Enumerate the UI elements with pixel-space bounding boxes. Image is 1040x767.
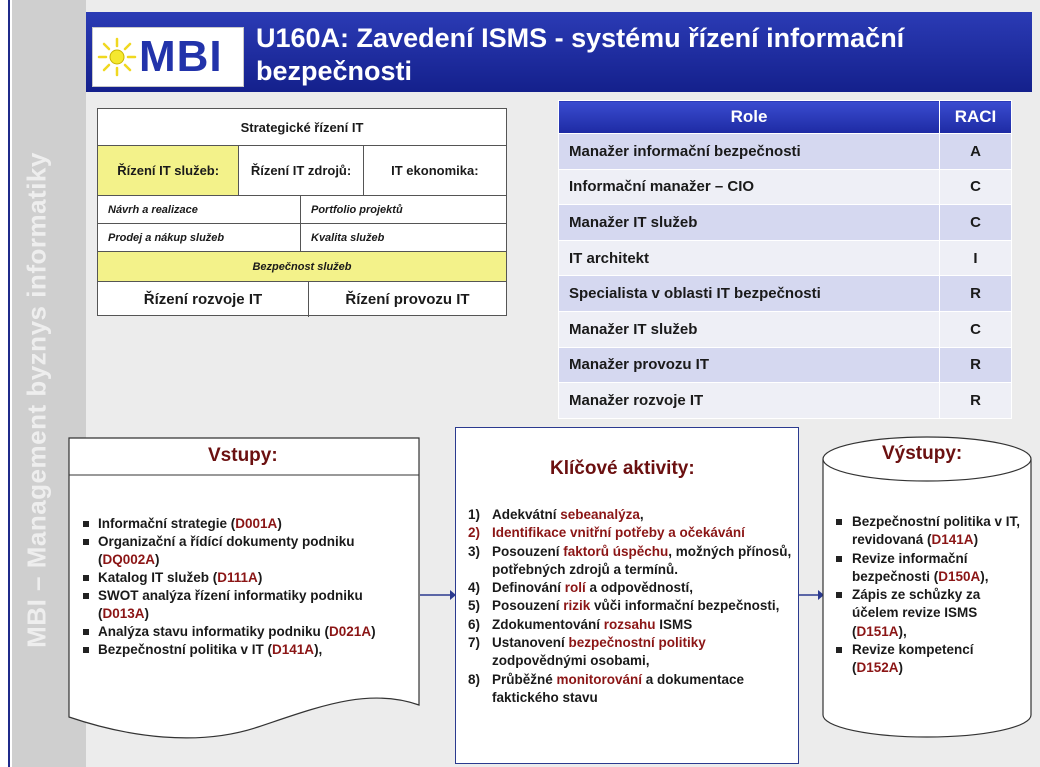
role-header: Role — [558, 100, 940, 134]
list-item: SWOT analýza řízení informatiky podniku … — [80, 587, 410, 623]
sidebar-title: MBI – Management byznys informatiky — [21, 152, 52, 648]
list-item: Analýza stavu informatiky podniku (D021A… — [80, 623, 410, 641]
list-item: Revize kompetencí (D152A) — [832, 641, 1027, 678]
left-frame — [0, 0, 10, 767]
strategic-it-management: Strategické řízení IT — [240, 119, 364, 135]
list-item: 5)Posouzení rizik vůči informační bezpeč… — [468, 598, 780, 614]
activities-list: 1)Adekvátní sebeanalýza, 2)Identifikace … — [468, 506, 793, 707]
project-portfolio: Portfolio projektů — [311, 203, 403, 216]
table-row: Specialista v oblasti IT bezpečnosti R — [558, 275, 1012, 312]
role-cell: Manažer IT služeb — [558, 310, 940, 348]
it-operations-management: Řízení provozu IT — [345, 291, 470, 308]
raci-cell: A — [939, 133, 1012, 170]
it-resources-management: Řízení IT zdrojů: — [239, 146, 364, 195]
document-shape — [68, 437, 420, 739]
service-quality: Kvalita služeb — [311, 231, 385, 244]
table-row: Manažer informační bezpečnosti A — [558, 133, 1012, 170]
list-item: Bezpečnostní politika v IT (D141A), — [80, 641, 410, 659]
role-cell: Manažer provozu IT — [558, 346, 940, 384]
arrow-right-icon — [420, 590, 456, 600]
list-item: Zápis ze schůzky za účelem revize ISMS (… — [832, 586, 1027, 641]
raci-cell: C — [939, 204, 1012, 241]
table-row: Manažer IT služeb C — [558, 310, 1012, 348]
activities-box: Klíčové aktivity: 1)Adekvátní sebeanalýz… — [455, 427, 799, 764]
raci-cell: R — [939, 382, 1012, 419]
logo-text: MBI — [139, 32, 223, 81]
raci-header: RACI — [939, 100, 1012, 134]
table-row: IT architekt I — [558, 239, 1012, 277]
raci-cell: C — [939, 310, 1012, 348]
raci-cell: R — [939, 346, 1012, 384]
role-cell: Informační manažer – CIO — [558, 168, 940, 206]
cylinder-shape — [822, 436, 1032, 738]
list-item: 3)Posouzení faktorů úspěchu, možných pří… — [468, 543, 792, 577]
list-item: Katalog IT služeb (D111A) — [80, 569, 410, 587]
role-cell: IT architekt — [558, 239, 940, 277]
list-item: Revize informační bezpečnosti (D150A), — [832, 550, 1027, 587]
sun-icon — [97, 37, 137, 77]
role-cell: Manažer informační bezpečnosti — [558, 133, 940, 170]
table-row: Manažer rozvoje IT R — [558, 382, 1012, 419]
it-management-structure: Strategické řízení IT Řízení IT služeb: … — [97, 108, 507, 317]
inputs-title: Vstupy: — [208, 445, 278, 466]
page-title: U160A: Zavedení ISMS - systému řízení in… — [256, 23, 905, 86]
list-item: 4)Definování rolí a odpovědností, — [468, 580, 694, 596]
it-development-management: Řízení rozvoje IT — [98, 282, 309, 317]
role-cell: Specialista v oblasti IT bezpečnosti — [558, 275, 940, 312]
list-item: 6)Zdokumentování rozsahu ISMS — [468, 616, 693, 632]
role-cell: Manažer IT služeb — [558, 204, 940, 241]
raci-cell: I — [939, 239, 1012, 277]
activities-title: Klíčové aktivity: — [550, 458, 695, 479]
list-item: 7)Ustanovení bezpečnostní politiky zodpo… — [468, 635, 706, 669]
raci-table: Role RACI Manažer informační bezpečnosti… — [558, 100, 1012, 419]
role-cell: Manažer rozvoje IT — [558, 382, 940, 419]
list-item: 8)Průběžné monitorování a dokumentace fa… — [468, 671, 745, 705]
inputs-box: Vstupy: Informační strategie (D001A) Org… — [68, 437, 420, 745]
service-sales-purchase: Prodej a nákup služeb — [98, 224, 301, 251]
arrow-right-icon — [799, 590, 824, 600]
raci-cell: C — [939, 168, 1012, 206]
list-item: Bezpečnostní politika v IT, revidovaná (… — [832, 513, 1027, 550]
outputs-box: Výstupy: Bezpečnostní politika v IT, rev… — [822, 435, 1032, 740]
list-item: Informační strategie (D001A) — [80, 515, 410, 533]
service-security: Bezpečnost služeb — [252, 260, 352, 273]
table-row: Informační manažer – CIO C — [558, 168, 1012, 206]
outputs-title: Výstupy: — [882, 443, 963, 464]
design-realization: Návrh a realizace — [98, 196, 301, 223]
raci-cell: R — [939, 275, 1012, 312]
logo: MBI — [92, 27, 244, 87]
list-item: 1)Adekvátní sebeanalýza, — [468, 507, 644, 522]
list-item: 2)Identifikace vnitřní potřeby a očekává… — [468, 525, 745, 541]
inputs-list: Informační strategie (D001A) Organizační… — [80, 515, 410, 659]
outputs-list: Bezpečnostní politika v IT, revidovaná (… — [832, 513, 1027, 678]
it-economics: IT ekonomika: — [391, 163, 479, 178]
list-item: Organizační a řídící dokumenty podniku (… — [80, 533, 410, 569]
it-services-management: Řízení IT služeb: — [98, 146, 240, 195]
table-row: Manažer provozu IT R — [558, 346, 1012, 384]
table-row: Manažer IT služeb C — [558, 204, 1012, 241]
